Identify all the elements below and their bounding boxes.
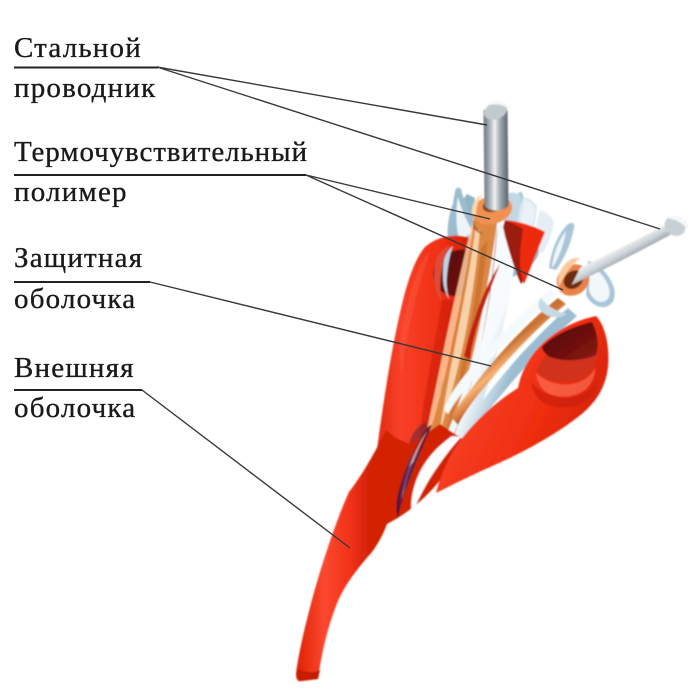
svg-text:Защитная: Защитная	[14, 242, 143, 274]
svg-text:Внешняя: Внешняя	[14, 352, 135, 384]
svg-text:Термочувствительный: Термочувствительный	[14, 136, 308, 168]
svg-text:Стальной: Стальной	[14, 32, 142, 64]
svg-text:проводник: проводник	[14, 72, 156, 104]
svg-text:оболочка: оболочка	[14, 283, 136, 315]
svg-text:оболочка: оболочка	[14, 392, 136, 424]
svg-text:полимер: полимер	[14, 176, 128, 208]
